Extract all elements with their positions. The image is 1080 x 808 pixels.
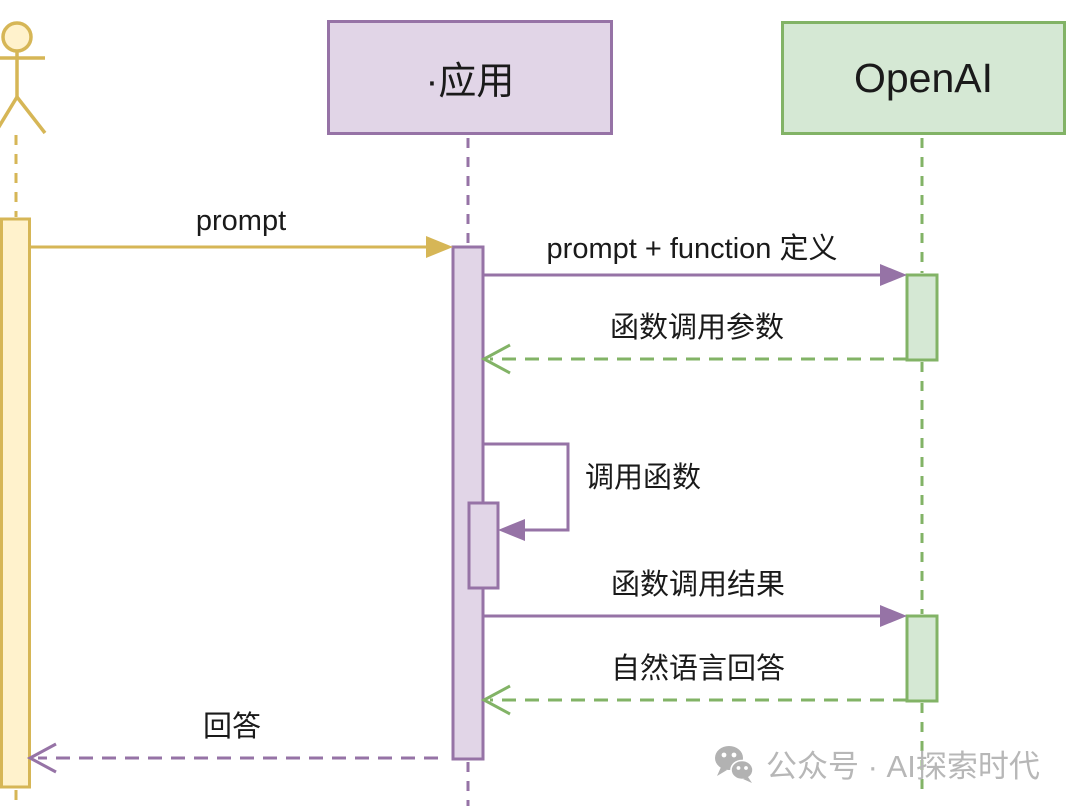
message-label-answer: 回答	[202, 711, 262, 743]
activation-app-nested	[467, 501, 500, 590]
message-label-natural-answer: 自然语言回答	[610, 653, 786, 685]
activation-openai-2	[905, 614, 939, 703]
participant-box-openai: OpenAI	[781, 21, 1066, 135]
participant-box-app: ·应用	[327, 20, 613, 135]
arrow-answer	[26, 742, 438, 774]
message-label-self-call: 调用函数	[584, 462, 702, 494]
participant-label-app: ·应用	[425, 61, 515, 103]
arrow-prompt	[30, 236, 453, 258]
arrow-function-args	[480, 343, 907, 375]
message-label-function-args: 函数调用参数	[609, 312, 785, 344]
arrow-prompt-function	[484, 264, 907, 286]
arrow-self-call	[484, 442, 570, 541]
arrow-natural-answer	[480, 684, 907, 716]
message-label-function-result: 函数调用结果	[610, 569, 786, 601]
participant-label-openai: OpenAI	[853, 54, 994, 101]
activation-user	[0, 217, 31, 789]
wechat-logo-icon	[715, 745, 754, 783]
message-label-prompt: prompt	[195, 205, 287, 237]
watermark-text: 公众号 · AI探索时代	[766, 749, 1040, 784]
actor-user-icon	[0, 21, 47, 135]
activation-openai-1	[905, 273, 939, 362]
message-label-prompt-function: prompt + function 定义	[546, 233, 838, 265]
watermark: 公众号 · AI探索时代	[714, 741, 1040, 786]
arrow-function-result	[484, 605, 907, 627]
